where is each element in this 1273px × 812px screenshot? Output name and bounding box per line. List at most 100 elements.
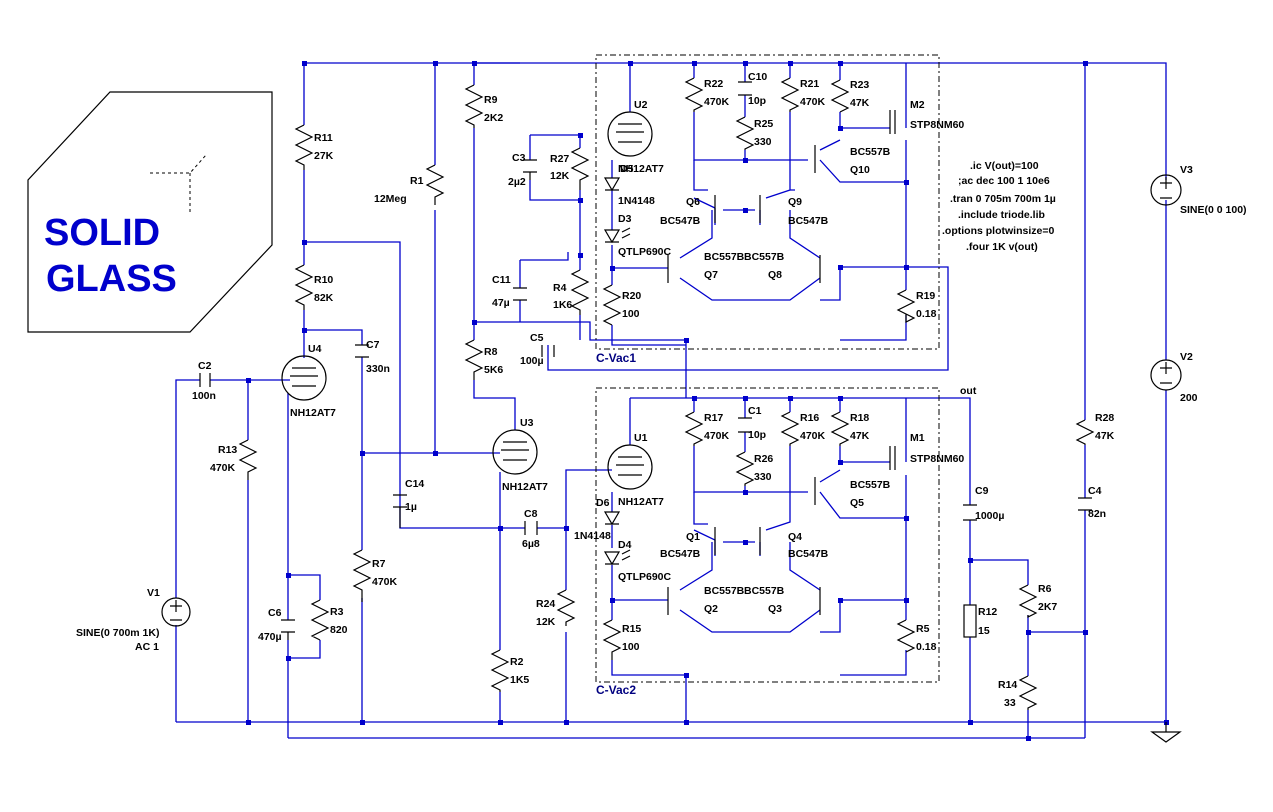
c9-name-label: C9 (975, 485, 989, 497)
r13-value-label: 470K (210, 462, 236, 474)
m1-name-label: M1 (910, 432, 925, 444)
m2-value-label: STP8NM60 (910, 119, 964, 131)
c14-value-label: 1µ (405, 501, 417, 513)
r10-value-label: 82K (314, 292, 334, 304)
r8-value-label: 5K6 (484, 364, 503, 376)
spice-directives: .ic V(out)=100 ;ac dec 100 1 10e6 .tran … (942, 160, 1056, 253)
c4-value-label: 82n (1088, 508, 1106, 520)
r19-value-label: 0.18 (916, 308, 937, 320)
r2-value-label: 1K5 (510, 674, 529, 686)
r1-name-label: R1 (410, 175, 424, 187)
v1-name-label: V1 (147, 587, 160, 599)
r2-name-label: R2 (510, 656, 524, 668)
q10-value-label: BC557B (850, 146, 891, 158)
sources (161, 174, 1182, 627)
r22-name-label: R22 (704, 78, 723, 90)
c7-name-label: C7 (366, 339, 380, 351)
c8-name-label: C8 (524, 508, 538, 520)
q9-name-label: Q9 (788, 196, 802, 208)
r16-name-label: R16 (800, 412, 819, 424)
r12-name-label: R12 (978, 606, 997, 618)
q1-value-label: BC547B (660, 548, 701, 560)
r4-name-label: R4 (553, 282, 567, 294)
wires (175, 62, 1167, 739)
c2-value-label: 100n (192, 390, 216, 402)
v1-value-label: SINE(0 700m 1K) (76, 627, 159, 639)
v2-value-label: 200 (1180, 392, 1198, 404)
v3-value-label: SINE(0 0 100) (1180, 204, 1247, 216)
c11-name-label: C11 (492, 274, 511, 286)
r24-value-label: 12K (536, 616, 556, 628)
r25-value-label: 330 (754, 136, 772, 148)
u2-name-label: U2 (634, 99, 648, 111)
u4-name-label: U4 (308, 343, 322, 355)
v1-extra-label: AC 1 (135, 641, 159, 653)
c1-name-label: C1 (748, 405, 762, 417)
diodes (603, 177, 631, 566)
r16-value-label: 470K (800, 430, 826, 442)
directive-line: .four 1K v(out) (966, 241, 1038, 253)
r28-value-label: 47K (1095, 430, 1115, 442)
c1-value-label: 10p (748, 429, 766, 441)
r22-value-label: 470K (704, 96, 730, 108)
directive-line: ;ac dec 100 1 10e6 (958, 175, 1050, 187)
logo-line1: SOLID (44, 212, 160, 254)
box-cvac2 (595, 387, 940, 683)
u4-value-label: NH12AT7 (290, 407, 336, 419)
box-cvac2-label: C-Vac2 (596, 683, 636, 697)
d4-name-label: D4 (618, 539, 632, 551)
d5-name-label: D5 (620, 163, 634, 175)
r6-value-label: 2K7 (1038, 601, 1057, 613)
c7-value-label: 330n (366, 363, 390, 375)
directive-line: .options plotwinsize=0 (942, 225, 1054, 237)
c4-name-label: C4 (1088, 485, 1102, 497)
r14-name-label: R14 (998, 679, 1017, 691)
r20-value-label: 100 (622, 308, 640, 320)
box-cvac1 (595, 54, 940, 350)
q7-name-label: Q7 (704, 269, 718, 281)
transistors (667, 110, 896, 615)
r10-name-label: R10 (314, 274, 333, 286)
c10-value-label: 10p (748, 95, 766, 107)
r21-value-label: 470K (800, 96, 826, 108)
logo-line2: GLASS (46, 258, 177, 300)
c10-name-label: C10 (748, 71, 767, 83)
u1-value-label: NH12AT7 (618, 496, 664, 508)
q7-value-label: BC557B (704, 251, 745, 263)
r7-name-label: R7 (372, 558, 386, 570)
r18-name-label: R18 (850, 412, 869, 424)
r3-name-label: R3 (330, 606, 344, 618)
r9-value-label: 2K2 (484, 112, 503, 124)
u2-value-label: NH12AT7 (618, 163, 664, 175)
r1-value-label: 12Meg (374, 193, 407, 205)
r11-name-label: R11 (314, 132, 333, 144)
c9-value-label: 1000µ (975, 510, 1004, 522)
d4-value-label: QTLP690C (618, 571, 672, 583)
r8-name-label: R8 (484, 346, 498, 358)
r11-value-label: 27K (314, 150, 334, 162)
c5-value-label: 100µ (520, 355, 544, 367)
r23-name-label: R23 (850, 79, 869, 91)
r27-name-label: R27 (550, 153, 569, 165)
c11-value-label: 47µ (492, 297, 510, 309)
d3-value-label: QTLP690C (618, 246, 672, 258)
q1-name-label: Q1 (686, 531, 700, 543)
junctions (246, 61, 1169, 741)
directive-line: .tran 0 705m 700m 1µ (950, 193, 1056, 205)
r17-value-label: 470K (704, 430, 730, 442)
d3-name-label: D3 (618, 213, 632, 225)
u1-name-label: U1 (634, 432, 648, 444)
v3-name-label: V3 (1180, 164, 1193, 176)
q3-name-label: Q3 (768, 603, 782, 615)
r18-value-label: 47K (850, 430, 870, 442)
r12-value-label: 15 (978, 625, 990, 637)
r5-name-label: R5 (916, 623, 930, 635)
v2-name-label: V2 (1180, 351, 1193, 363)
tubes (281, 111, 653, 490)
capacitors (199, 81, 1092, 640)
directive-line: .include triode.lib (958, 209, 1045, 221)
q10-name-label: Q10 (850, 164, 870, 176)
q3-value-label: BC557B (744, 585, 785, 597)
